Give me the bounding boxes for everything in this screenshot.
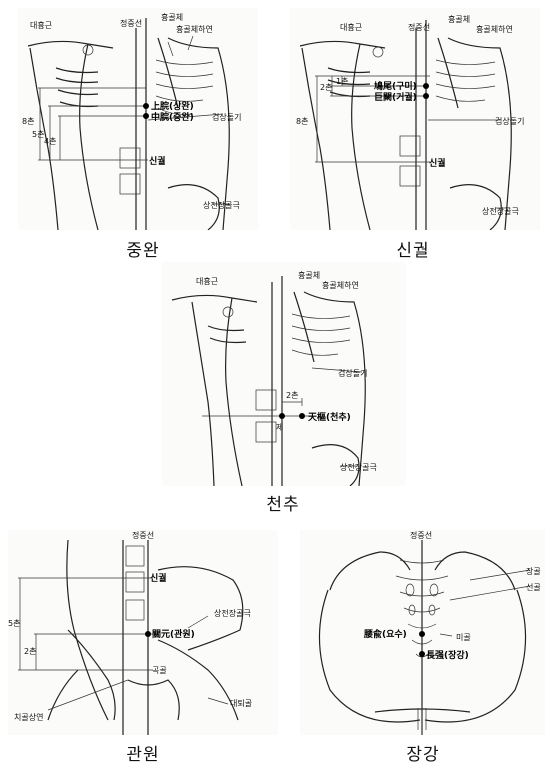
label-5chon: 5촌 [32, 130, 44, 139]
label-cheonchu: 天樞(천추) [308, 411, 351, 423]
label-sangjeonjanggolgeuk: 상전장골극 [203, 200, 240, 210]
label-daehyunggeun: 대흉근 [30, 20, 52, 30]
label-5chon: 5촌 [8, 619, 20, 628]
label-daehyunggeun: 대흉근 [196, 276, 218, 286]
label-gwanwon: 關元(관원) [152, 628, 195, 640]
label-geomsangdolgi: 검상돌기 [338, 368, 367, 378]
gwanwon-diagram: 정중선 신궐 상전장골극 關元(관원) 5촌 2촌 곡골 대퇴골 치골상연 [8, 530, 278, 735]
label-geomsangdolgi: 검상돌기 [495, 116, 524, 126]
label-geogwol: 巨闕(거궐) [374, 91, 417, 103]
label-daejeonja: 대퇴골 [230, 699, 252, 708]
caption-gwanwon: 관원 [108, 740, 178, 765]
label-je: 제 [276, 423, 283, 432]
panel-cheonchu: 대흉근 흉골체 흉골체하연 검상돌기 2촌 제 天樞(천추) 상전장골극 [162, 262, 406, 486]
panel-jungwan: 대흉근 정중선 흉골체 흉골체하연 上脘(상완) 中脘(중완) 검상돌기 신궐 … [18, 8, 258, 230]
caption-cheonchu: 천추 [248, 490, 318, 515]
label-8chon: 8촌 [296, 117, 308, 126]
label-yosu: 腰兪(요수) [363, 628, 407, 640]
panel-janggang: 정중선 장골 선골 腰兪(요수) 長强(장강) 미골 [300, 530, 545, 735]
label-chigolsangyeon: 치골상연 [14, 712, 43, 722]
label-migol: 미골 [456, 633, 471, 642]
label-singwol: 신궐 [149, 155, 166, 167]
label-jungwan: 中脘(중완) [151, 111, 194, 123]
label-seongol: 선골 [526, 583, 541, 592]
label-jeongjungseon: 정중선 [120, 18, 142, 28]
label-hyunggolche: 흉골체 [448, 14, 470, 24]
panel-singwol: 대흉근 정중선 흉골체 흉골체하연 鳩尾(구미) 巨闕(거궐) 검상돌기 신궐 … [290, 8, 540, 230]
label-hyunggolche: 흉골체 [161, 12, 183, 22]
label-hyunggolchehayeon: 흉골체하연 [476, 24, 513, 34]
label-1chon: 1촌 [336, 77, 348, 86]
label-jeongjungseon: 정중선 [132, 530, 154, 540]
caption-janggang: 장강 [388, 740, 458, 765]
jungwan-diagram: 대흉근 정중선 흉골체 흉골체하연 上脘(상완) 中脘(중완) 검상돌기 신궐 … [18, 8, 258, 230]
label-singwol: 신궐 [150, 572, 167, 584]
label-hyunggolche: 흉골체 [298, 270, 320, 280]
cheonchu-diagram: 대흉근 흉골체 흉골체하연 검상돌기 2촌 제 天樞(천추) 상전장골극 [162, 262, 406, 486]
label-hyunggolchehayeon: 흉골체하연 [176, 24, 213, 34]
label-8chon: 8촌 [22, 117, 34, 126]
label-gokgol: 곡골 [152, 666, 167, 675]
label-sangwan: 上脘(상완) [151, 100, 194, 112]
label-singwol: 신궐 [429, 157, 446, 169]
label-geomsangdolgi: 검상돌기 [212, 112, 241, 122]
singwol-diagram: 대흉근 정중선 흉골체 흉골체하연 鳩尾(구미) 巨闕(거궐) 검상돌기 신궐 … [290, 8, 540, 230]
label-2chon: 2촌 [24, 647, 36, 656]
label-2chon: 2촌 [320, 83, 332, 92]
caption-jungwan: 중완 [108, 236, 178, 261]
label-daehyunggeun: 대흉근 [340, 22, 362, 32]
janggang-diagram: 정중선 장골 선골 腰兪(요수) 長强(장강) 미골 [300, 530, 545, 735]
label-sangjeonjanggolgeuk: 상전장골극 [482, 206, 519, 216]
label-4chon: 4촌 [44, 137, 56, 146]
label-jeongjungseon: 정중선 [408, 22, 430, 32]
caption-singwol: 신궐 [378, 236, 448, 261]
label-gumi: 鳩尾(구미) [374, 80, 417, 92]
label-2chon: 2촌 [286, 391, 298, 400]
panel-gwanwon: 정중선 신궐 상전장골극 關元(관원) 5촌 2촌 곡골 대퇴골 치골상연 [8, 530, 278, 735]
label-jeongjungseon: 정중선 [410, 530, 432, 540]
label-janggang: 長强(장강) [426, 649, 469, 661]
label-sangjeonjanggolgeuk: 상전장골극 [340, 462, 377, 472]
label-hyunggolchehayeon: 흉골체하연 [322, 280, 359, 290]
label-janggol: 장골 [526, 566, 541, 576]
label-sangjeonjanggolgeuk: 상전장골극 [214, 608, 251, 618]
